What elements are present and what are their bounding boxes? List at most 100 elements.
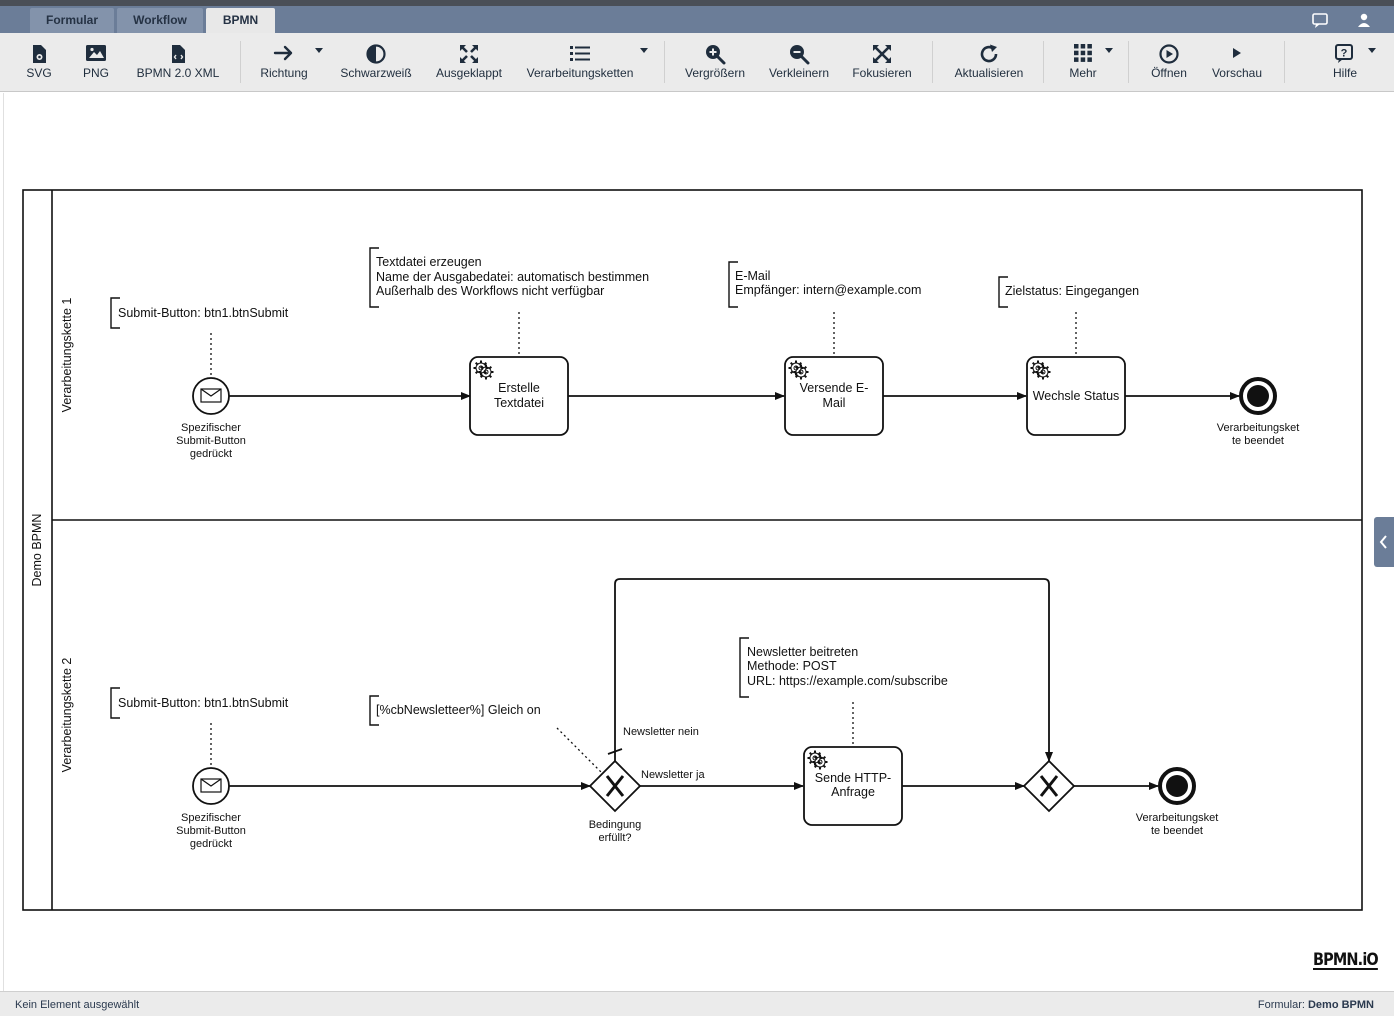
- richtung-label: Richtung: [260, 66, 308, 80]
- export-svg-button[interactable]: SVG: [16, 33, 62, 91]
- verarbeitungsketten-label: Verarbeitungsketten: [526, 66, 634, 80]
- chevron-down-icon[interactable]: [639, 45, 649, 55]
- tab-formular[interactable]: Formular: [30, 8, 114, 33]
- contrast-icon: [366, 44, 386, 64]
- sequence-flow-no[interactable]: [614, 578, 1053, 762]
- tab-bar: Formular Workflow BPMN: [0, 6, 1394, 33]
- ausgeklappt-label: Ausgeklappt: [435, 66, 503, 80]
- start-label-line: Submit-Button: [176, 435, 246, 447]
- export-bpmn-xml-button[interactable]: BPMN 2.0 XML: [130, 33, 226, 91]
- lane-2: Submit-Button: btn1.btnSubmit Spezifisch…: [110, 578, 1219, 850]
- annotation-text: Submit-Button: btn1.btnSubmit: [118, 306, 289, 320]
- start-label-line: Spezifischer: [181, 812, 241, 824]
- bpmn-io-logo[interactable]: BPMN.iO: [1313, 950, 1379, 970]
- user-icon[interactable]: [1354, 10, 1378, 30]
- service-task-http-request[interactable]: Sende HTTP- Anfrage: [803, 746, 903, 826]
- tab-bpmn[interactable]: BPMN: [206, 8, 275, 33]
- schwarzweiss-label: Schwarzweiß: [340, 66, 412, 80]
- zoom-out-button[interactable]: Verkleinern: [762, 33, 836, 91]
- task-label: Sende HTTP-: [815, 771, 891, 785]
- processing-chains-button[interactable]: Verarbeitungsketten: [522, 33, 638, 91]
- vorschau-label: Vorschau: [1211, 66, 1263, 80]
- zoom-in-button[interactable]: Vergrößern: [680, 33, 750, 91]
- x-icon: [1039, 775, 1059, 797]
- toolbar-separator: [240, 41, 241, 83]
- start-label-line: Spezifischer: [181, 422, 241, 434]
- task-label: Mail: [823, 396, 846, 410]
- chevron-down-icon[interactable]: [314, 45, 324, 55]
- aktualisieren-label: Aktualisieren: [954, 66, 1024, 80]
- task-label: Erstelle: [498, 381, 540, 395]
- refresh-button[interactable]: Aktualisieren: [946, 33, 1032, 91]
- chevron-down-icon[interactable]: [1104, 45, 1114, 55]
- annotation-http-task[interactable]: Newsletter beitreten Methode: POST URL: …: [739, 637, 948, 746]
- annotation-text: Außerhalb des Workflows nicht verfügbar: [376, 284, 604, 298]
- comment-icon[interactable]: [1310, 10, 1334, 30]
- chevron-left-icon: [1379, 535, 1387, 549]
- exclusive-gateway-1[interactable]: Bedingung erfüllt?: [589, 759, 642, 844]
- service-task-send-email[interactable]: Versende E- Mail: [784, 356, 884, 436]
- exclusive-gateway-2[interactable]: [1022, 759, 1076, 813]
- start-label-line: Submit-Button: [176, 825, 246, 837]
- diagram-canvas[interactable]: Demo BPMN Verarbeitungskette 1 Verarbeit…: [3, 93, 1393, 991]
- zoom-out-icon: [790, 45, 810, 65]
- x-icon: [605, 775, 625, 797]
- service-task-change-status[interactable]: Wechsle Status: [1026, 356, 1126, 436]
- start-event-2[interactable]: Spezifischer Submit-Button gedrückt: [176, 767, 246, 850]
- toolbar: SVG PNG BPMN 2.0 XML Richtung Schwarzwei…: [0, 33, 1394, 92]
- annotation-text: Newsletter beitreten: [747, 645, 858, 659]
- annotation-start-2[interactable]: Submit-Button: btn1.btnSubmit: [110, 687, 289, 766]
- status-bar: Kein Element ausgewählt Formular: Demo B…: [0, 991, 1394, 1016]
- bpmn-diagram[interactable]: Demo BPMN Verarbeitungskette 1 Verarbeit…: [4, 93, 1394, 991]
- bpmn-xml-label: BPMN 2.0 XML: [136, 66, 220, 80]
- end-label-line: Verarbeitungsket: [1136, 812, 1219, 824]
- start-label-line: gedrückt: [190, 838, 232, 850]
- annotation-task-1[interactable]: Textdatei erzeugen Name der Ausgabedatei…: [369, 247, 649, 356]
- toolbar-separator: [1043, 41, 1044, 83]
- refresh-icon: [980, 44, 998, 63]
- toolbar-separator: [664, 41, 665, 83]
- image-icon: [86, 45, 106, 61]
- focus-button[interactable]: Fokusieren: [846, 33, 918, 91]
- annotation-text: Submit-Button: btn1.btnSubmit: [118, 696, 289, 710]
- svg-label: SVG: [26, 66, 52, 80]
- default-flow-marker: [607, 748, 623, 755]
- lane-label-1: Verarbeitungskette 1: [60, 298, 74, 413]
- fokusieren-label: Fokusieren: [852, 66, 912, 80]
- annotation-text: [%cbNewsletteer%] Gleich on: [376, 703, 541, 717]
- svg-text:?: ?: [1341, 48, 1348, 60]
- flow-label-yes: Newsletter ja: [641, 769, 705, 781]
- pool[interactable]: Demo BPMN Verarbeitungskette 1 Verarbeit…: [22, 189, 1363, 911]
- grid-icon: [1074, 44, 1092, 62]
- direction-button[interactable]: Richtung: [250, 33, 320, 91]
- more-button[interactable]: Mehr: [1060, 33, 1106, 91]
- end-event-2[interactable]: Verarbeitungsket te beendet: [1136, 767, 1219, 837]
- expanded-button[interactable]: Ausgeklappt: [430, 33, 508, 91]
- gateway-label-line: erfüllt?: [598, 832, 631, 844]
- end-event-1[interactable]: Verarbeitungsket te beendet: [1217, 377, 1300, 447]
- toolbar-separator: [1284, 41, 1285, 83]
- focus-icon: [873, 45, 891, 63]
- zoom-in-icon: [706, 45, 726, 65]
- chevron-down-icon[interactable]: [1367, 45, 1377, 55]
- open-button[interactable]: Öffnen: [1144, 33, 1194, 91]
- play-icon: [1233, 48, 1241, 58]
- vergroessern-label: Vergrößern: [684, 66, 746, 80]
- start-event-1[interactable]: Spezifischer Submit-Button gedrückt: [176, 377, 246, 460]
- properties-panel-toggle[interactable]: [1374, 517, 1394, 567]
- preview-button[interactable]: Vorschau: [1206, 33, 1268, 91]
- service-task-create-file[interactable]: Erstelle Textdatei: [469, 356, 569, 436]
- annotation-gateway[interactable]: [%cbNewsletteer%] Gleich on: [369, 695, 602, 773]
- annotation-start-1[interactable]: Submit-Button: btn1.btnSubmit: [110, 297, 289, 376]
- toolbar-separator: [1128, 41, 1129, 83]
- help-button[interactable]: ? Hilfe: [1322, 33, 1368, 91]
- verkleinern-label: Verkleinern: [768, 66, 830, 80]
- gateway-label-line: Bedingung: [589, 819, 642, 831]
- tab-workflow[interactable]: Workflow: [117, 8, 203, 33]
- annotation-task-3[interactable]: Zielstatus: Eingegangen: [998, 276, 1139, 356]
- form-status-label: Formular:: [1257, 999, 1305, 1011]
- grayscale-button[interactable]: Schwarzweiß: [336, 33, 416, 91]
- export-png-button[interactable]: PNG: [72, 33, 120, 91]
- toolbar-separator: [932, 41, 933, 83]
- annotation-task-2[interactable]: E-Mail Empfänger: intern@example.com: [728, 261, 921, 356]
